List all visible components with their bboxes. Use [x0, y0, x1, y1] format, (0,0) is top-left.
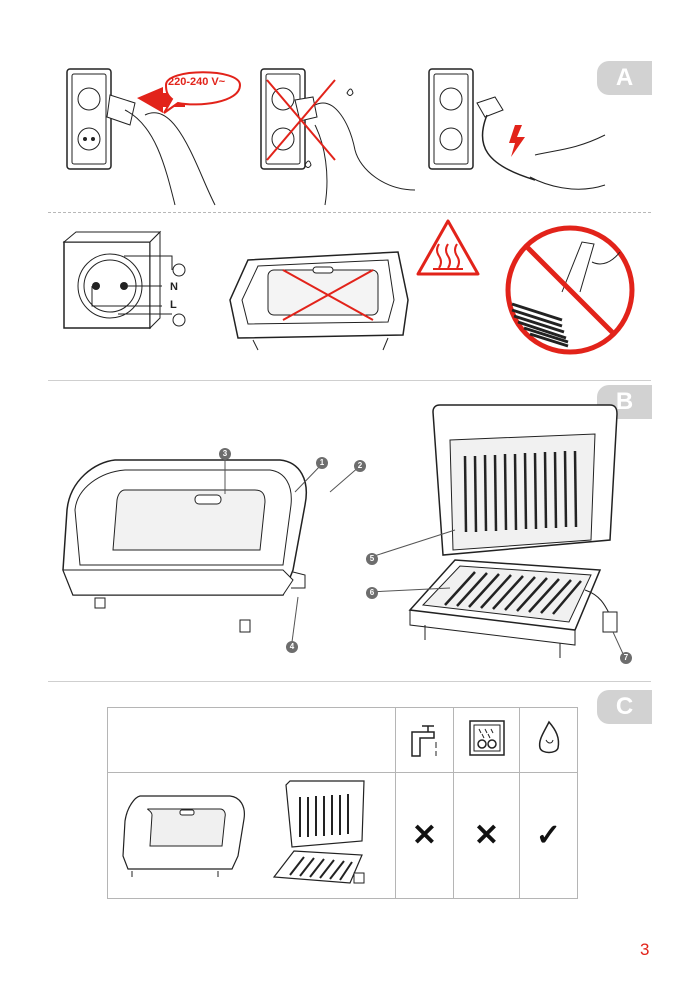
hot-surface-icon [416, 219, 480, 276]
socket-wiring-diagram [62, 230, 186, 330]
voltage-bubble [163, 71, 242, 114]
table-header-blank [107, 707, 396, 773]
do-not-touch-plate-icon [505, 225, 635, 355]
water-tap-cell [395, 707, 454, 773]
dishwasher-cell [453, 707, 520, 773]
appliance-thumbnails [122, 780, 365, 884]
live-label: L [170, 299, 177, 311]
part-number-5: 5 [366, 553, 378, 565]
page-number: 3 [640, 940, 650, 959]
part-number-7: 7 [620, 652, 632, 664]
dishwasher-icon [468, 719, 505, 756]
part-number-4: 4 [286, 641, 298, 653]
part-number-1: 1 [316, 457, 328, 469]
damp-sponge-cell [519, 707, 578, 773]
open-grill-illustration [367, 404, 625, 658]
voltage-label: 220-240 V~ [168, 76, 226, 88]
part-number-2: 2 [354, 460, 366, 472]
appliance-images-cell [107, 772, 396, 899]
part-number-6: 6 [366, 587, 378, 599]
dishwasher-mark: ✕ [453, 772, 520, 899]
damp-sponge-mark: ✓ [519, 772, 578, 899]
neutral-label: N [170, 281, 178, 293]
plug-in-illustration [66, 68, 216, 206]
cleaning-table: ✕ ✕ ✓ [107, 707, 578, 899]
hot-surface-grill-illustration [229, 251, 409, 351]
divider [48, 212, 651, 213]
water-tap-icon [410, 724, 436, 757]
damp-sponge-icon [538, 720, 559, 753]
pull-cord-warning-illustration [428, 68, 606, 190]
water-tap-mark: ✕ [395, 772, 454, 899]
part-callout-lines [224, 460, 361, 643]
part-number-3: 3 [219, 448, 231, 460]
section-tab-a: A [597, 61, 652, 95]
divider [48, 681, 651, 682]
section-tab-c: C [597, 690, 652, 724]
wet-hands-warning-illustration [260, 68, 416, 206]
closed-grill-illustration [62, 459, 307, 633]
divider [48, 380, 651, 381]
